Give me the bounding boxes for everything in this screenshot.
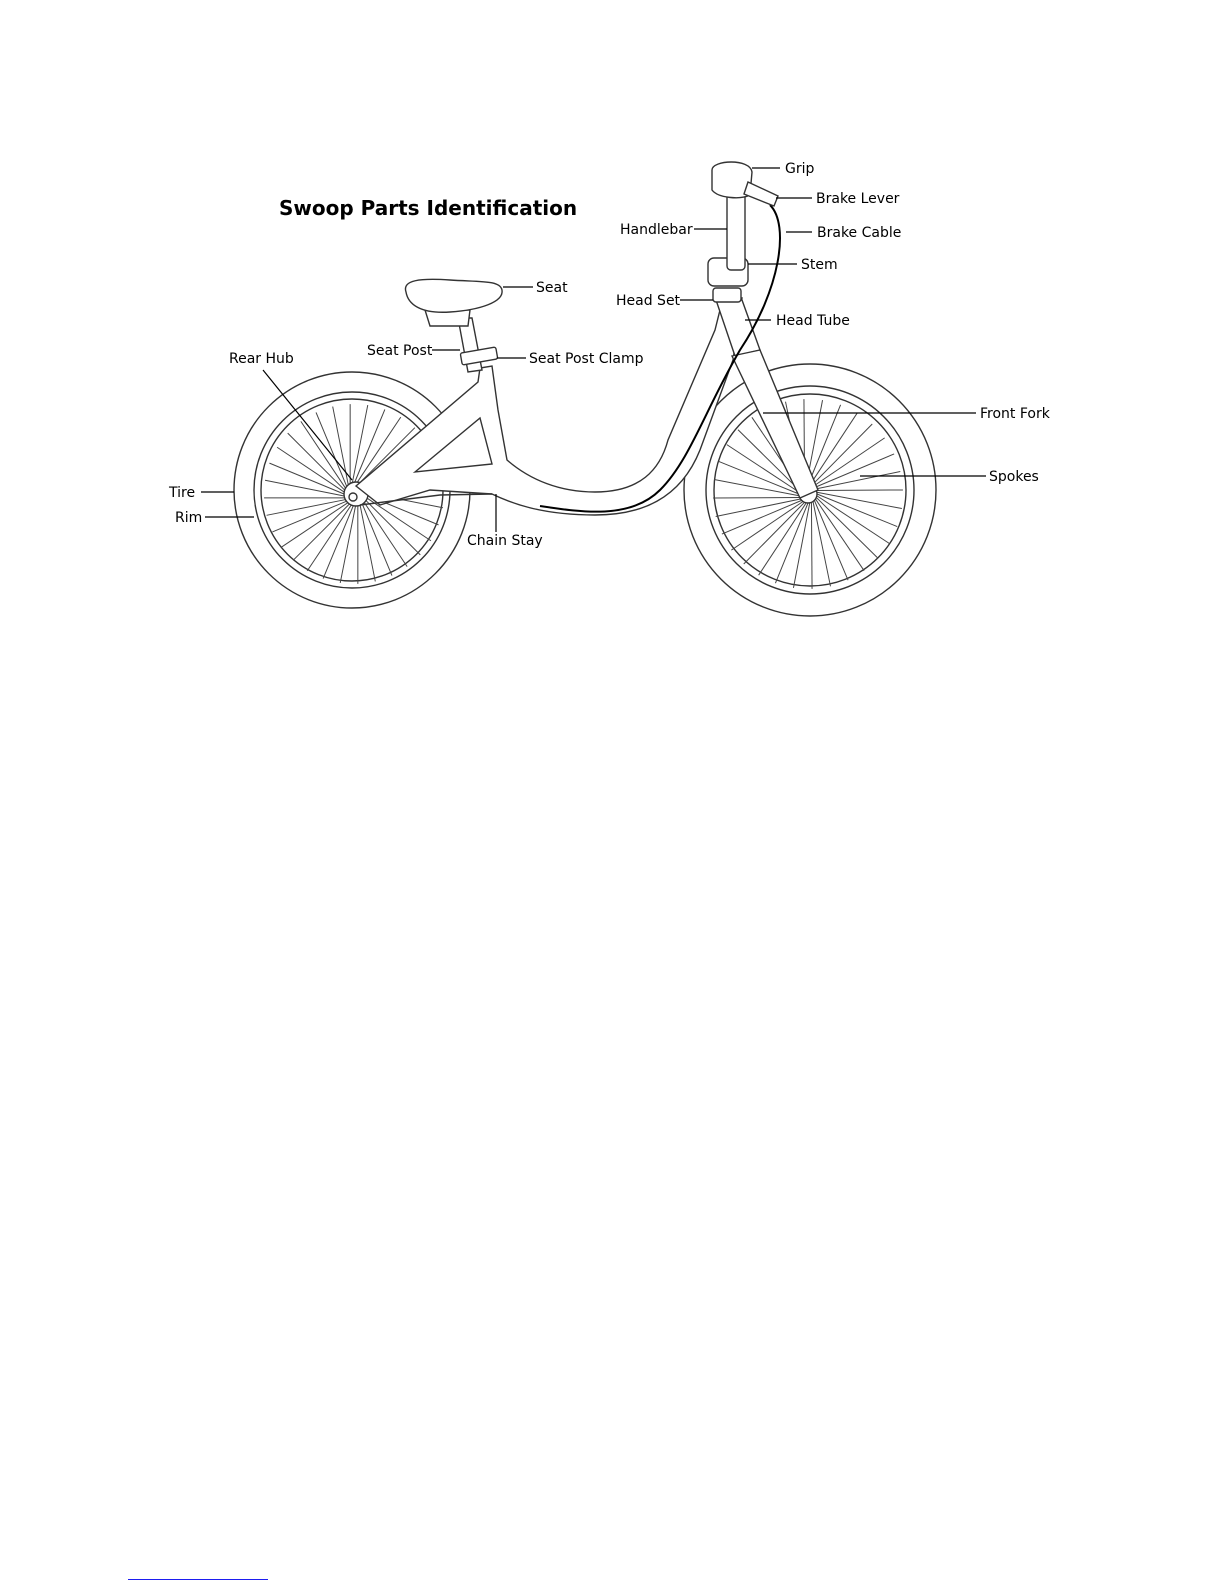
leader-lines — [201, 168, 986, 532]
spoke — [352, 405, 368, 484]
label-chain-stay: Chain Stay — [467, 533, 543, 549]
label-tire: Tire — [168, 485, 195, 501]
cockpit — [708, 162, 778, 302]
label-brake-cable: Brake Cable — [817, 225, 901, 241]
label-rear-hub: Rear Hub — [229, 351, 294, 367]
spoke — [340, 504, 356, 583]
label-head-set: Head Set — [616, 293, 681, 309]
label-rim: Rim — [175, 510, 202, 526]
label-handlebar: Handlebar — [620, 222, 693, 238]
spoke — [817, 492, 902, 508]
label-seat: Seat — [536, 280, 568, 296]
footer-link-underline — [128, 1579, 268, 1580]
spoke — [714, 479, 799, 495]
spoke — [759, 503, 807, 575]
head-set — [713, 288, 741, 302]
spoke — [813, 501, 830, 586]
spoke — [713, 497, 800, 498]
seat — [405, 279, 502, 312]
rear-axle — [349, 493, 357, 501]
spoke — [267, 500, 346, 516]
label-seat-post-clamp: Seat Post Clamp — [529, 351, 644, 367]
bike-diagram: Grip Brake Lever Brake Cable Handlebar S… — [0, 0, 1225, 700]
label-head-tube: Head Tube — [776, 313, 850, 329]
label-grip: Grip — [785, 161, 814, 177]
spoke — [793, 503, 809, 588]
spoke — [360, 502, 376, 581]
spoke — [817, 496, 889, 544]
handlebar — [727, 190, 745, 270]
label-seat-post: Seat Post — [367, 343, 433, 359]
spoke — [307, 504, 352, 571]
spoke — [277, 447, 344, 492]
brake-lever — [744, 182, 778, 206]
label-spokes: Spokes — [989, 469, 1039, 485]
label-front-fork: Front Fork — [980, 406, 1051, 422]
spoke — [716, 499, 801, 516]
spoke — [811, 502, 812, 589]
spoke — [333, 407, 349, 486]
spoke — [816, 490, 903, 491]
label-brake-lever: Brake Lever — [816, 191, 900, 207]
spoke — [810, 413, 858, 485]
spoke — [265, 480, 344, 496]
label-stem: Stem — [801, 257, 838, 273]
spoke — [815, 472, 900, 489]
